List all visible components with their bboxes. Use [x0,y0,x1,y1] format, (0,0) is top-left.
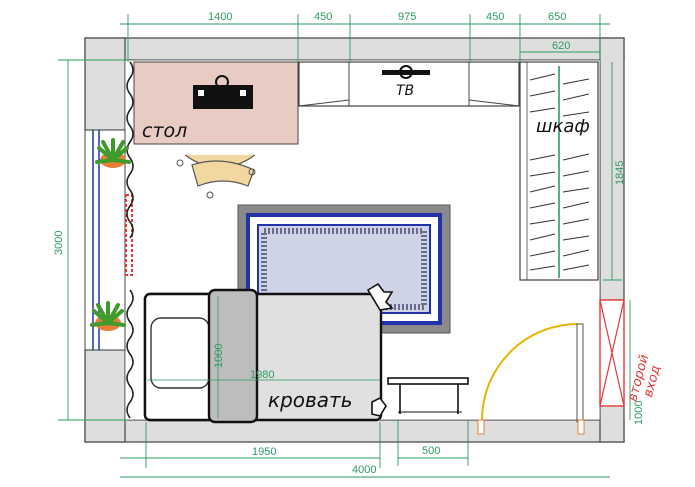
dim-top-5: 650 [548,11,566,23]
dimension-lines [58,14,631,478]
desk: стол [133,61,299,145]
dim-top-4: 450 [486,11,504,23]
dim-wardrobe-inner: 620 [552,40,570,52]
tv-icon [382,70,430,75]
wardrobe-label: шкаф [536,116,590,137]
wall-right-lower [599,404,625,443]
dim-bottom-total: 4000 [352,464,376,476]
door [477,323,585,435]
wardrobe: шкаф [519,61,599,281]
dim-left-height: 3000 [53,231,65,255]
wall-top [84,37,625,61]
dim-wardrobe-height: 1845 [614,161,626,185]
dim-top-2: 450 [314,11,332,23]
dim-bottom-bench: 500 [422,445,440,457]
dim-top-3: 975 [398,11,416,23]
dim-bed-width: 1000 [213,344,225,368]
wall-bottom [84,419,625,443]
second-entrance-label: второй вход [625,349,666,407]
laptop-icon [193,75,253,109]
dim-top-1: 1400 [208,11,232,23]
wall-left-lower [84,349,126,443]
curtain-lower [126,289,134,419]
dim-bed-inner-length: 1980 [250,369,274,381]
chair [176,154,256,199]
bed-label: кровать [268,388,353,412]
dim-bottom-bed: 1950 [252,446,276,458]
tv-label: ТВ [396,83,414,99]
blanket-fold [207,288,259,424]
wall-left-upper [84,37,126,131]
pillow [150,317,210,389]
desk-label: стол [142,120,187,142]
plant-upper-icon [95,138,131,168]
tv-unit: ТВ [298,61,520,107]
second-entrance: второй вход [599,299,666,407]
bed: кровать 1000 1980 [143,282,394,424]
plant-lower-icon [90,301,126,331]
dim-right-door: 1000 [633,401,645,425]
bench [387,377,469,414]
